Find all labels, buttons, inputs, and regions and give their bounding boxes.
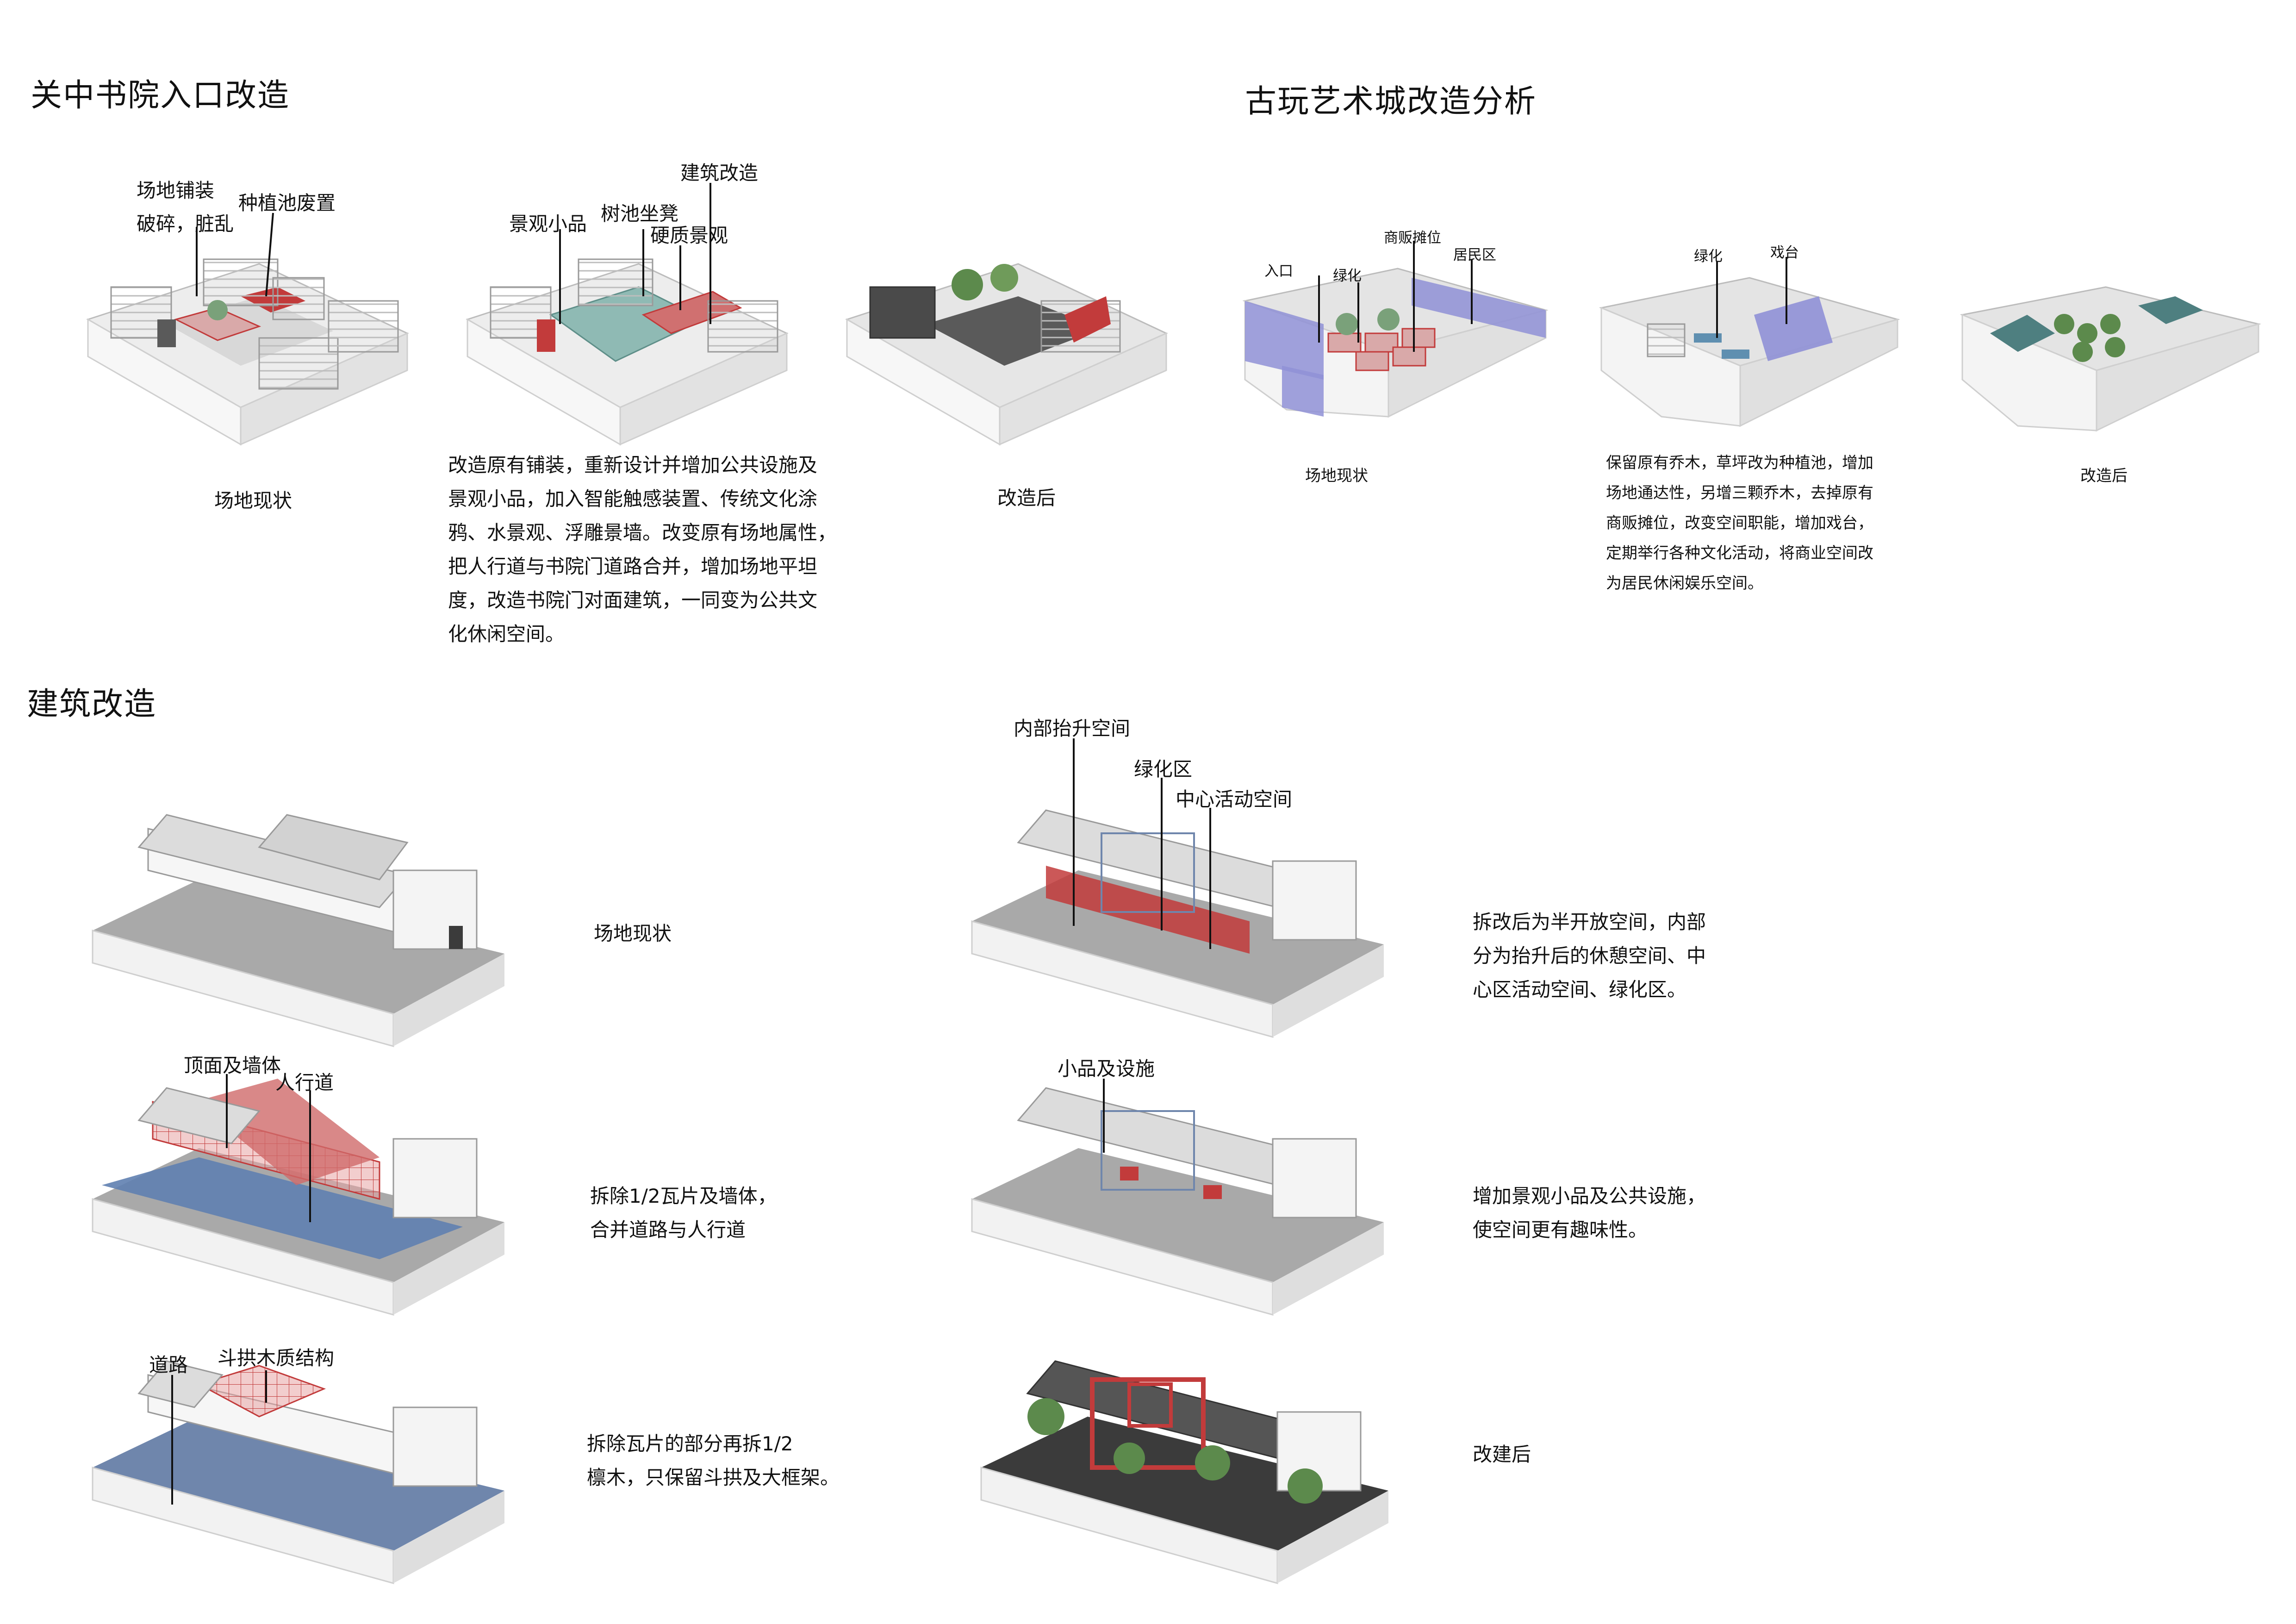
antique-description-line: 定期举行各种文化活动，将商业空间改 [1606, 544, 1873, 562]
step-description-line: 使空间更有趣味性。 [1473, 1218, 1648, 1241]
entrance-description-line: 化休闲空间。 [448, 623, 565, 645]
step-description-line: 合并道路与人行道 [590, 1218, 746, 1241]
step-description-line: 场地现状 [594, 922, 672, 945]
label-tree-seat: 树池坐凳 [601, 202, 679, 225]
building-step3-illustration [92, 1360, 504, 1584]
entrance-current-illustration [86, 258, 409, 446]
building-step2-illustration [92, 1079, 504, 1316]
step2-description: 拆除1/2瓦片及墙体， 合并道路与人行道 [590, 1179, 777, 1247]
entrance-proposed-illustration [466, 258, 789, 446]
antique-proposed-illustration [1599, 277, 1900, 427]
step1-description: 场地现状 [594, 917, 672, 950]
entrance-description-line: 把人行道与书院门道路合并，增加场地平坦 [448, 555, 818, 578]
step-description-line: 分为抬升后的休憩空间、中 [1473, 944, 1706, 967]
label-sidewalk: 人行道 [275, 1071, 334, 1094]
antique-description-line: 为居民休闲娱乐空间。 [1606, 574, 1763, 593]
label-building-reno: 建筑改造 [680, 162, 759, 184]
label-center-activity: 中心活动空间 [1176, 788, 1293, 811]
label-dougong: 斗拱木质结构 [218, 1347, 335, 1369]
caption-entrance-after: 改造后 [997, 487, 1056, 509]
label-antique-green: 绿化 [1333, 268, 1362, 284]
step-description-line: 拆除1/2瓦片及墙体， [590, 1185, 777, 1207]
label-antique-stage: 戏台 [1770, 244, 1799, 261]
antique-section-title: 古玩艺术城改造分析 [1245, 83, 1537, 120]
label-antique-entrance: 入口 [1264, 263, 1293, 280]
entrance-description: 改造原有铺装，重新设计并增加公共设施及 景观小品，加入智能触感装置、传统文化涂 … [448, 448, 837, 651]
step-description-line: 增加景观小品及公共设施， [1473, 1185, 1706, 1207]
antique-description-line: 商贩摊位，改变空间职能，增加戏台， [1606, 514, 1873, 532]
caption-entrance-current: 场地现状 [214, 489, 292, 512]
label-planter: 种植池废置 [238, 192, 336, 214]
step3-description: 拆除瓦片的部分再拆1/2 檩木，只保留斗拱及大框架。 [587, 1427, 840, 1494]
entrance-description-line: 改造原有铺装，重新设计并增加公共设施及 [448, 454, 818, 476]
antique-after-illustration [1960, 286, 2261, 432]
entrance-section-title: 关中书院入口改造 [31, 77, 290, 114]
label-landscape-items: 景观小品 [509, 212, 587, 235]
entrance-description-line: 景观小品，加入智能触感装置、传统文化涂 [448, 487, 818, 510]
entrance-description-line: 鸦、水景观、浮雕景墙。改变原有场地属性， [448, 521, 837, 544]
antique-description-line: 场地通达性，另增三颗乔木，去掉原有 [1606, 484, 1873, 502]
label-paving: 场地铺装 [137, 179, 215, 202]
label-road: 道路 [149, 1354, 188, 1376]
label-antique-vendors: 商贩摊位 [1384, 230, 1441, 246]
label-roof-wall: 顶面及墙体 [184, 1054, 281, 1077]
label-hardscape: 硬质景观 [650, 224, 728, 247]
step5-description: 增加景观小品及公共设施， 使空间更有趣味性。 [1473, 1179, 1706, 1247]
building-section-title: 建筑改造 [27, 686, 157, 723]
label-antique-green-2: 绿化 [1694, 248, 1723, 265]
caption-antique-after: 改造后 [2080, 467, 2128, 485]
label-raised-space: 内部抬升空间 [1014, 717, 1131, 740]
antique-description: 保留原有乔木，草坪改为种植池，增加 场地通达性，另增三颗乔木，去掉原有 商贩摊位… [1606, 448, 1873, 599]
label-green-zone: 绿化区 [1134, 758, 1193, 781]
antique-current-illustration [1242, 268, 1549, 418]
label-facilities: 小品及设施 [1058, 1057, 1155, 1080]
step6-description: 改建后 [1473, 1437, 1531, 1471]
building-after-illustration [980, 1360, 1388, 1584]
step-description-line: 拆除瓦片的部分再拆1/2 [587, 1432, 793, 1455]
label-paving-issue: 破碎，脏乱 [137, 212, 234, 235]
caption-antique-current: 场地现状 [1305, 467, 1368, 485]
building-step4-illustration [971, 809, 1384, 1038]
step4-description: 拆改后为半开放空间，内部 分为抬升后的休憩空间、中 心区活动空间、绿化区。 [1473, 905, 1706, 1006]
entrance-after-illustration [845, 263, 1168, 446]
step-description-line: 拆改后为半开放空间，内部 [1473, 911, 1706, 933]
step-description-line: 心区活动空间、绿化区。 [1473, 978, 1687, 1001]
step-description-line: 檩木，只保留斗拱及大框架。 [587, 1466, 840, 1489]
label-antique-residential: 居民区 [1453, 247, 1496, 263]
building-step5-illustration [971, 1087, 1384, 1316]
building-current-illustration [92, 814, 504, 1047]
antique-description-line: 保留原有乔木，草坪改为种植池，增加 [1606, 454, 1873, 472]
step-description-line: 改建后 [1473, 1443, 1531, 1466]
entrance-description-line: 度，改造书院门对面建筑，一同变为公共文 [448, 589, 818, 612]
leader-lines [171, 183, 1787, 1505]
